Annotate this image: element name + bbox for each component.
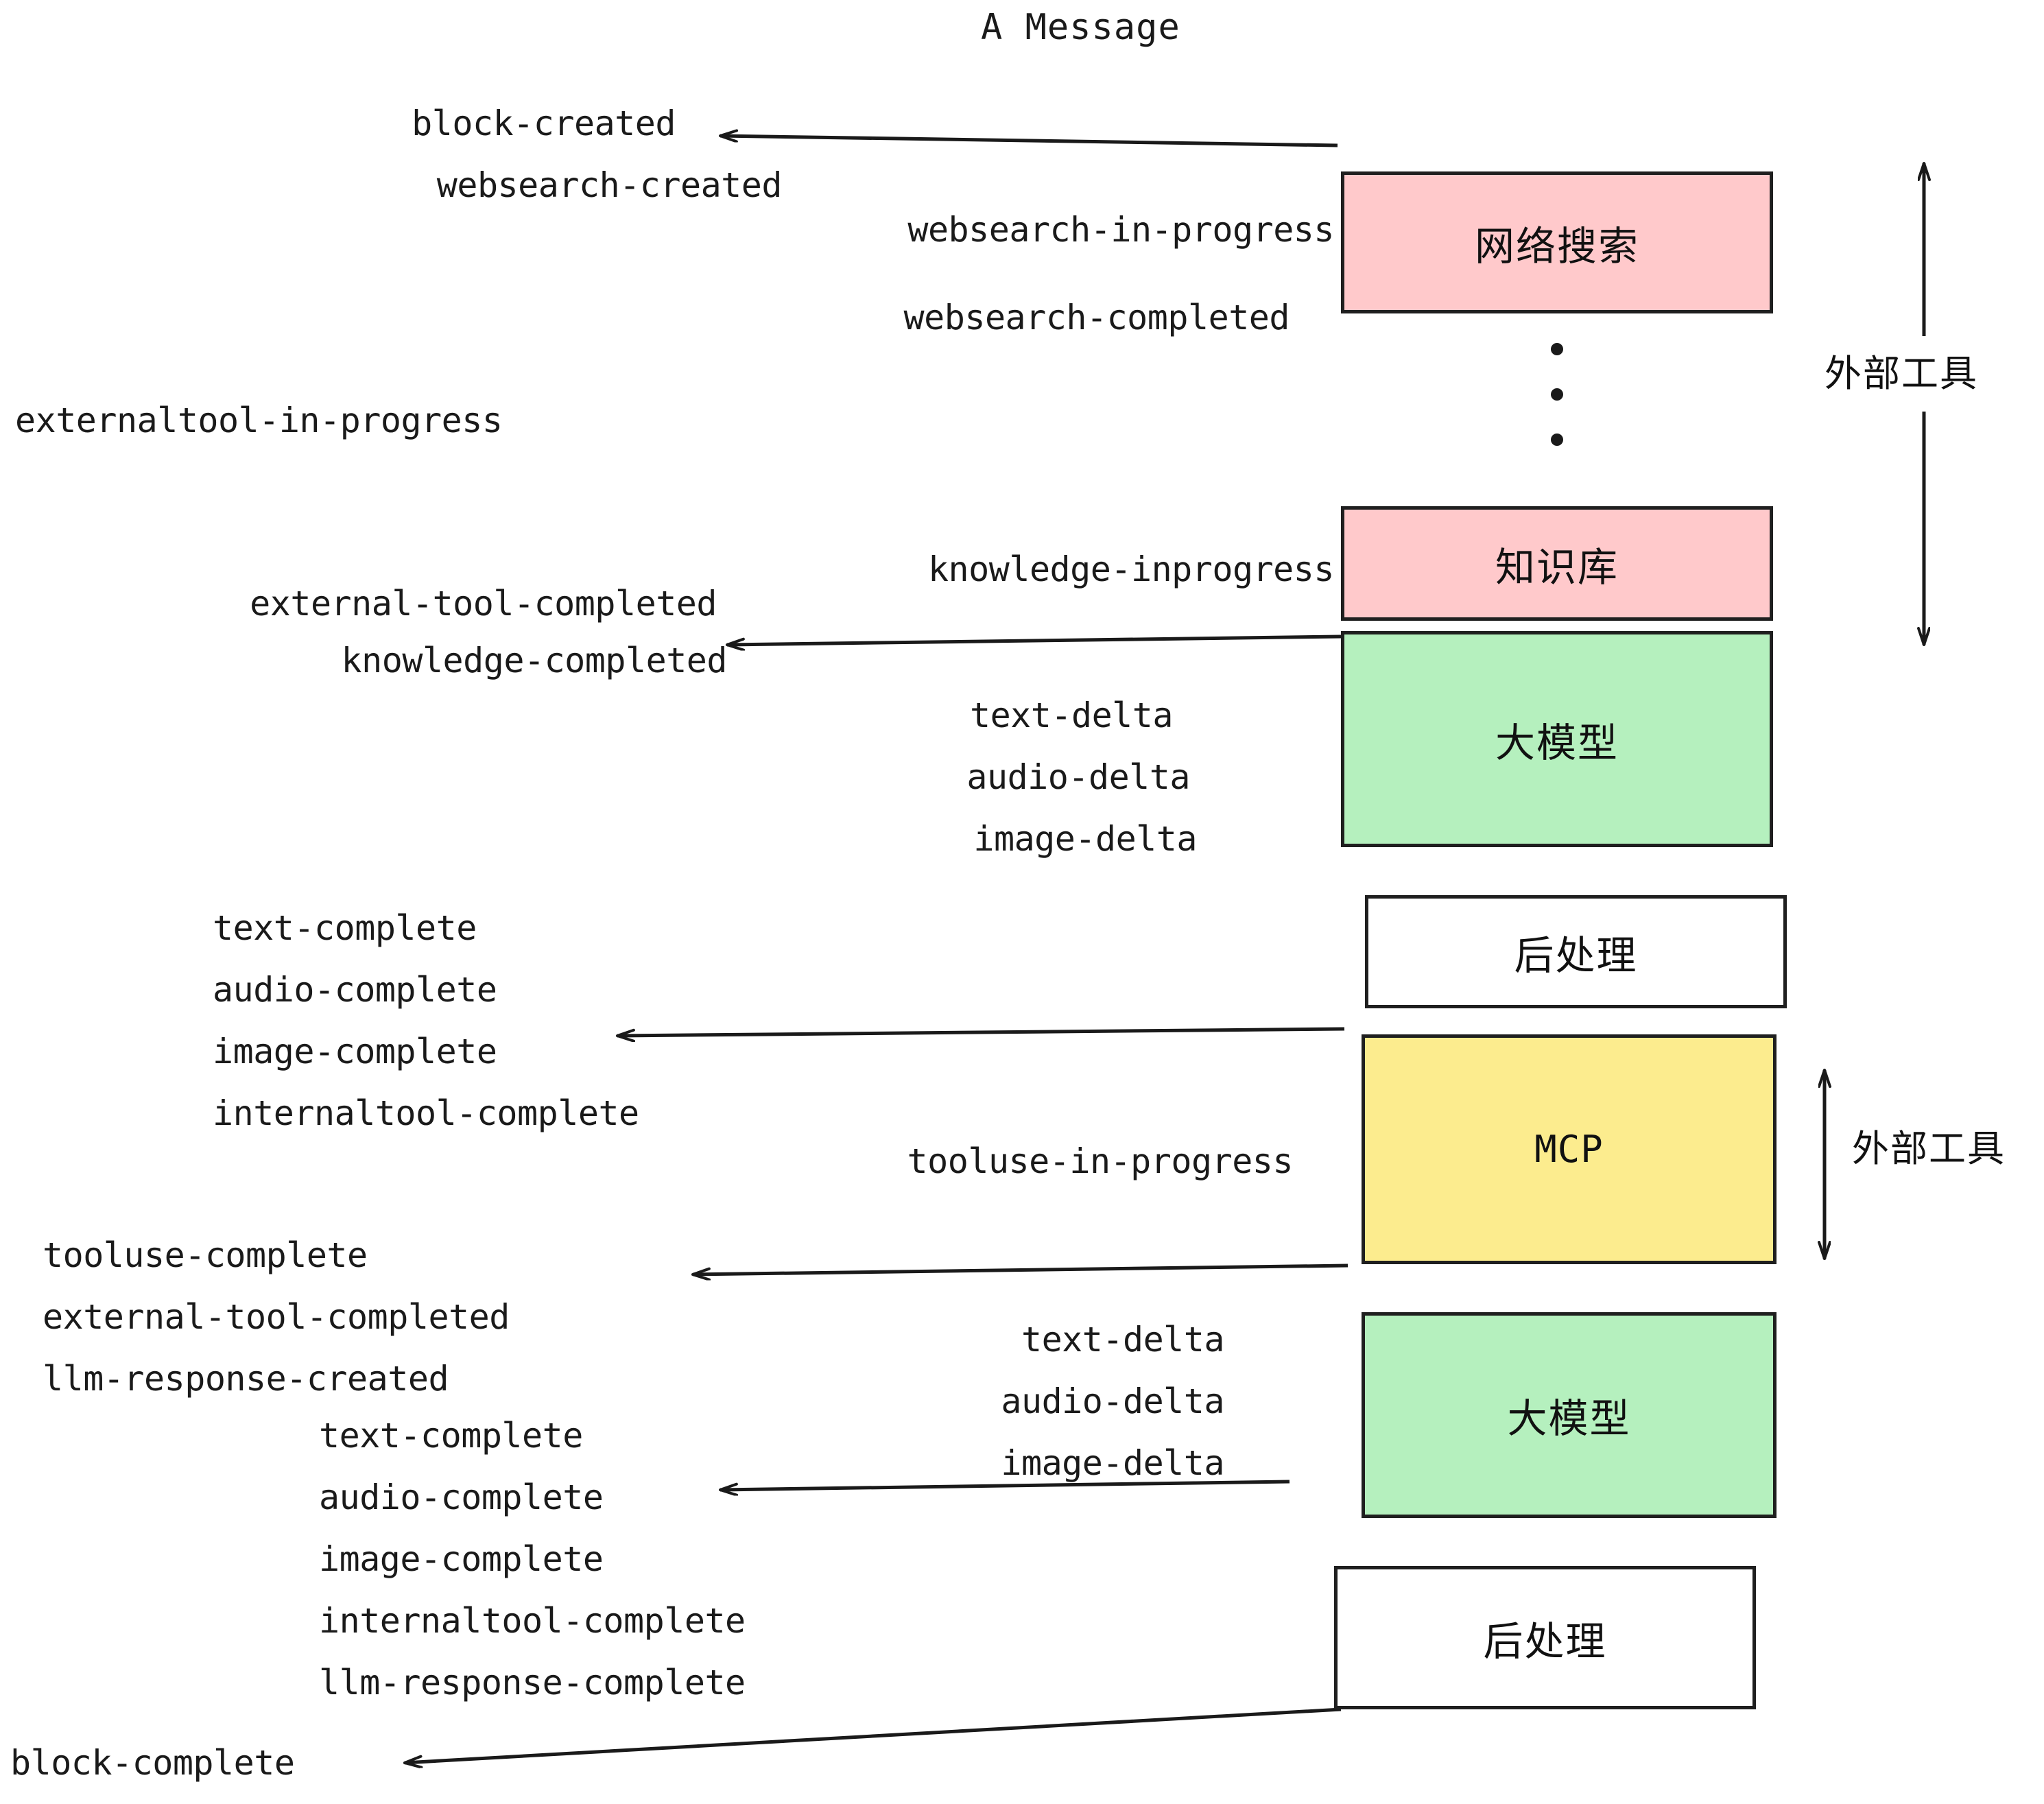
event-websearch-in-progress: websearch-in-progress (907, 210, 1334, 250)
event-image-complete-2: image-complete (319, 1539, 604, 1579)
event-image-delta-2: image-delta (1001, 1443, 1224, 1483)
arrow-mcp-to-tooluse-complete (693, 1263, 1348, 1274)
event-internaltool-complete-2: internaltool-complete (319, 1601, 746, 1641)
dot-1 (1551, 343, 1563, 355)
box-llm-bottom[interactable]: 大模型 (1362, 1312, 1776, 1518)
arrow-postprocess-to-block-complete (405, 1707, 1342, 1763)
event-text-delta-2: text-delta (1021, 1320, 1225, 1360)
side-label-external-tool-lower: 外部工具 (1852, 1127, 2006, 1170)
box-llm-top-label: 大模型 (1495, 719, 1619, 766)
box-knowledge[interactable]: 知识库 (1341, 506, 1773, 621)
box-websearch[interactable]: 网络搜索 (1341, 171, 1773, 313)
event-llm-response-complete: llm-response-complete (319, 1663, 746, 1702)
box-websearch-label: 网络搜索 (1474, 222, 1639, 270)
box-postprocess-bottom-label: 后处理 (1483, 1617, 1607, 1665)
event-websearch-created: websearch-created (436, 165, 783, 205)
event-tooluse-complete: tooluse-complete (43, 1235, 368, 1275)
diagram-title: A Message (981, 7, 1180, 48)
event-websearch-completed: websearch-completed (903, 298, 1290, 337)
dot-3 (1551, 434, 1563, 446)
dot-2 (1551, 388, 1563, 401)
event-text-complete-2: text-complete (319, 1416, 583, 1456)
event-external-tool-completed-1: external-tool-completed (250, 584, 717, 624)
box-postprocess-top-label: 后处理 (1514, 931, 1638, 979)
box-postprocess-top[interactable]: 后处理 (1365, 895, 1787, 1008)
box-mcp-label: MCP (1534, 1128, 1604, 1171)
box-llm-bottom-label: 大模型 (1507, 1395, 1631, 1442)
event-internaltool-complete-1: internaltool-complete (213, 1093, 639, 1133)
event-external-tool-completed-2: external-tool-completed (43, 1297, 510, 1337)
event-knowledge-completed: knowledge-completed (341, 641, 728, 680)
event-tooluse-in-progress: tooluse-in-progress (907, 1141, 1294, 1181)
event-audio-complete-1: audio-complete (213, 970, 497, 1010)
box-llm-top[interactable]: 大模型 (1341, 631, 1773, 847)
event-text-delta-1: text-delta (969, 696, 1174, 735)
event-block-created: block-created (412, 104, 676, 143)
event-audio-complete-2: audio-complete (319, 1477, 604, 1517)
vertical-ellipsis (1550, 343, 1564, 446)
event-llm-response-created: llm-response-created (43, 1359, 449, 1399)
arrow-postprocess-to-image-complete (617, 1027, 1345, 1036)
event-image-delta-1: image-delta (973, 819, 1197, 859)
box-knowledge-label: 知识库 (1495, 543, 1619, 591)
event-knowledge-inprogress: knowledge-inprogress (927, 549, 1335, 589)
event-block-complete: block-complete (10, 1743, 295, 1783)
box-mcp[interactable]: MCP (1362, 1034, 1776, 1264)
event-audio-delta-1: audio-delta (966, 757, 1190, 797)
event-audio-delta-2: audio-delta (1001, 1381, 1224, 1421)
event-text-complete-1: text-complete (213, 908, 477, 948)
event-externaltool-in-progress: externaltool-in-progress (15, 401, 503, 440)
box-postprocess-bottom[interactable]: 后处理 (1334, 1566, 1756, 1709)
arrow-websearch-to-block (720, 136, 1338, 147)
side-label-external-tool-upper: 外部工具 (1825, 352, 1978, 395)
event-image-complete-1: image-complete (213, 1032, 497, 1071)
arrow-knowledge-to-completed (727, 634, 1342, 645)
